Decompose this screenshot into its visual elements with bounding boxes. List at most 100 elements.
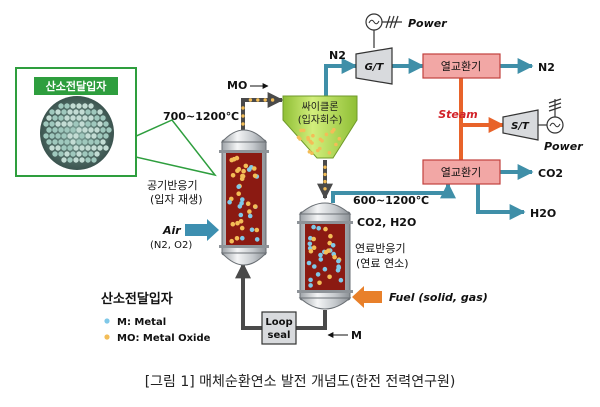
inset-bead	[52, 151, 58, 157]
inset-bead	[52, 115, 58, 121]
fuel-reactor-bottom-dome	[298, 297, 352, 310]
inset-bead	[88, 139, 94, 145]
oxide-particle	[317, 280, 322, 286]
inset-callout: 산소전달입자	[15, 67, 217, 177]
oxide-particle	[327, 240, 333, 246]
fuel-reactor-flange-bottom	[297, 290, 353, 293]
inset-bead	[58, 103, 64, 109]
oxide-particle	[239, 176, 245, 181]
metal-particle	[311, 224, 316, 230]
hx-bottom-label: 열교환기	[441, 166, 481, 179]
inset-bead	[73, 109, 79, 115]
inset-bead	[76, 139, 82, 145]
inset-bead	[100, 139, 106, 145]
inset-bead	[58, 127, 64, 133]
air-reactor-particles	[227, 155, 260, 244]
cyclone-label-2: (입자회수)	[298, 113, 343, 126]
inset-bead	[97, 145, 103, 151]
metal-particle	[249, 227, 255, 233]
metal-particle	[338, 277, 344, 283]
cyclone-particle	[306, 135, 310, 140]
inset-bead	[100, 127, 106, 133]
cyclone-particle	[299, 128, 303, 133]
inset-bead	[88, 151, 94, 157]
cyclone-body	[282, 95, 358, 159]
oxide-particle	[332, 254, 337, 260]
cyclone-particle	[310, 141, 314, 145]
inset-bead	[64, 127, 70, 133]
oxide-particle	[311, 245, 317, 250]
inset-bead	[91, 145, 97, 151]
inset-bead	[61, 109, 67, 115]
flow-particle	[241, 106, 245, 110]
oxide-particle	[239, 225, 245, 231]
air-reactor-flange-bottom	[219, 245, 269, 248]
oxide-particle	[231, 156, 237, 162]
n2-mid-label: N2	[329, 49, 346, 62]
inset-bead	[52, 127, 58, 133]
inset-bead	[91, 133, 97, 139]
inset-bead	[61, 121, 67, 127]
flow-particle	[323, 172, 327, 177]
inset-bead	[49, 133, 55, 139]
inset-bead	[49, 109, 55, 115]
flow-particle	[241, 114, 245, 118]
flow-particle	[323, 165, 327, 169]
oxide-particle	[311, 236, 317, 242]
cyclone-label-1: 싸이클론	[302, 101, 339, 113]
inset-beads	[43, 103, 112, 163]
inset-bead	[76, 103, 82, 109]
flow-particle	[263, 98, 267, 102]
inset-bead	[103, 121, 109, 127]
steam-turbine-body	[502, 109, 539, 141]
flow-particle	[323, 179, 327, 184]
hx-bottom-box	[422, 159, 501, 185]
legend-oxide-label: MO: Metal Oxide	[117, 333, 211, 344]
cyclone-particle	[337, 136, 342, 141]
inset-bead	[79, 121, 85, 127]
n2-out-label: N2	[538, 61, 555, 74]
inset-bead	[94, 139, 100, 145]
line-air-to-cyclone	[241, 92, 284, 132]
inset-bead	[61, 157, 67, 163]
legend: 산소전달입자 M: Metal MO: Metal Oxide	[101, 291, 211, 344]
inset-bead	[49, 145, 55, 151]
oxide-particle	[252, 173, 258, 179]
cyclone-particle	[320, 139, 324, 143]
inset-bead	[94, 127, 100, 133]
inset-bead	[85, 145, 91, 151]
inset-title: 산소전달입자	[46, 79, 108, 93]
mo-in-label: MO	[227, 79, 247, 92]
steam-turbine-label: S/T	[511, 121, 530, 132]
inset-bead	[100, 115, 106, 121]
legend-oxide-dot	[104, 334, 110, 340]
loop-seal-label-2: seal	[268, 330, 291, 341]
gas-lines	[324, 58, 534, 220]
inset-bead	[76, 127, 82, 133]
inset-bead	[67, 133, 73, 139]
inset-bead	[88, 103, 94, 109]
oxide-particle	[323, 226, 328, 232]
oxide-particle	[230, 173, 236, 178]
line-cyclone-to-gt	[324, 58, 358, 97]
metal-particle	[335, 268, 341, 273]
metal-particle	[307, 241, 313, 247]
inset-bead	[67, 145, 73, 151]
inset-bead	[61, 145, 67, 151]
inset-bead	[97, 109, 103, 115]
inset-bead	[79, 145, 85, 151]
oxide-particle	[234, 236, 240, 241]
flow-particles	[241, 98, 327, 191]
gas-turbine: G/T Power	[355, 13, 447, 85]
steam-turbine: S/T Power	[502, 98, 583, 153]
cyclone-particle	[307, 150, 312, 154]
cyclone-particle	[316, 148, 320, 153]
inset-bead	[82, 127, 88, 133]
loop-seal-box	[261, 311, 297, 345]
fuel-reactor	[297, 202, 353, 310]
cyclone-particle	[298, 137, 302, 141]
oxide-particle	[326, 248, 331, 253]
metal-particle	[316, 226, 322, 231]
inset-bead	[79, 109, 85, 115]
inset-bead	[43, 133, 49, 139]
